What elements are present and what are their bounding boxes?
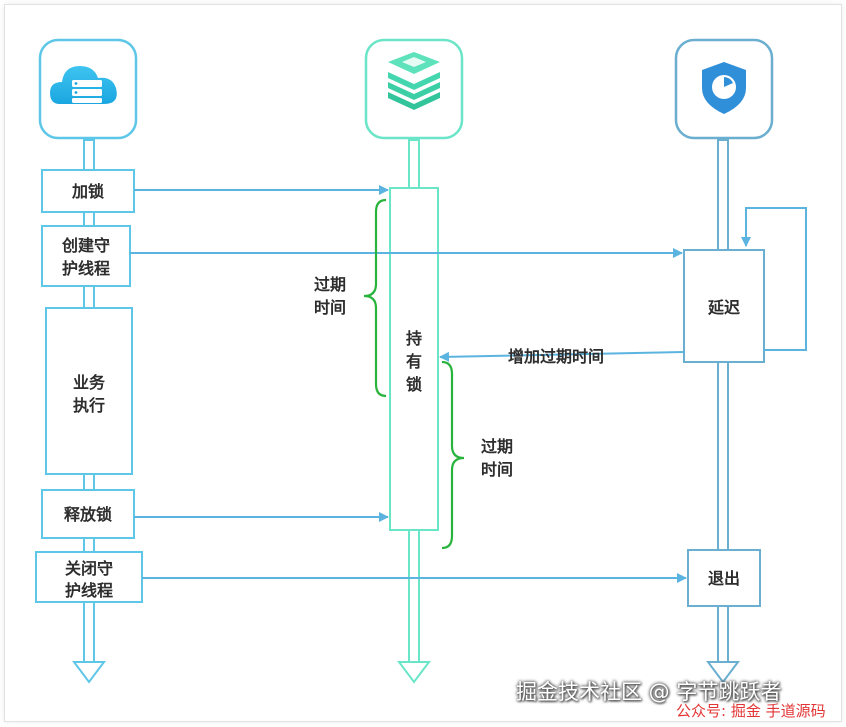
hold-lock-activation: 持 有 锁 <box>389 187 439 531</box>
watermark-sub: 公众号: 掘金 手道源码 <box>676 702 826 720</box>
exit-step: 退出 <box>687 549 761 607</box>
redis-stack-icon <box>388 52 440 110</box>
lock-step: 加锁 <box>41 169 135 213</box>
business-step: 业务 执行 <box>45 307 133 475</box>
delay-step: 延迟 <box>683 249 765 363</box>
watermark-main: 掘金技术社区 @ 字节跳跃者 <box>516 680 782 704</box>
extend-expiry-message-arrow <box>439 351 685 362</box>
close-daemon-label-line2: 护线程 <box>65 581 113 600</box>
lock-step-label: 加锁 <box>71 182 104 201</box>
close-daemon-label-line1: 关闭守 <box>65 559 113 578</box>
expiry-brace-first-label-2: 时间 <box>314 298 346 317</box>
watchdog-lifeline <box>706 139 740 684</box>
client-lifeline-arrow <box>72 661 106 684</box>
watchdog-participant <box>674 38 774 140</box>
create-daemon-label-line1: 创建守 <box>61 236 110 255</box>
delay-step-label: 延迟 <box>707 298 740 317</box>
expiry-brace-first: 过期 时间 <box>314 198 387 398</box>
expiry-brace-first-label-1: 过期 <box>314 275 346 294</box>
expiry-brace-second-label-2: 时间 <box>481 460 513 479</box>
cloud-server-icon <box>50 66 117 104</box>
hold-lock-label-3: 锁 <box>406 375 422 394</box>
release-step-label: 释放锁 <box>64 505 112 524</box>
hold-lock-label-1: 持 <box>406 329 422 348</box>
close-daemon-step: 关闭守 护线程 <box>35 551 143 603</box>
extend-expiry-label: 增加过期时间 <box>508 347 604 366</box>
business-label-line1: 业务 <box>73 373 106 392</box>
delay-self-loop <box>741 207 807 351</box>
release-step: 释放锁 <box>41 489 135 539</box>
expiry-brace-second: 过期 时间 <box>441 360 513 550</box>
create-daemon-step: 创建守 护线程 <box>41 225 131 287</box>
business-label-line2: 执行 <box>73 396 105 415</box>
create-daemon-label-line2: 护线程 <box>62 259 110 278</box>
shield-clock-icon <box>702 62 746 114</box>
client-participant <box>38 38 138 140</box>
exit-step-label: 退出 <box>708 569 740 588</box>
watchdog-lifeline-arrow <box>706 661 740 684</box>
redis-lifeline-arrow <box>397 661 431 684</box>
redis-participant <box>364 38 464 140</box>
expiry-brace-second-label-1: 过期 <box>481 437 513 456</box>
hold-lock-label-2: 有 <box>406 352 422 371</box>
